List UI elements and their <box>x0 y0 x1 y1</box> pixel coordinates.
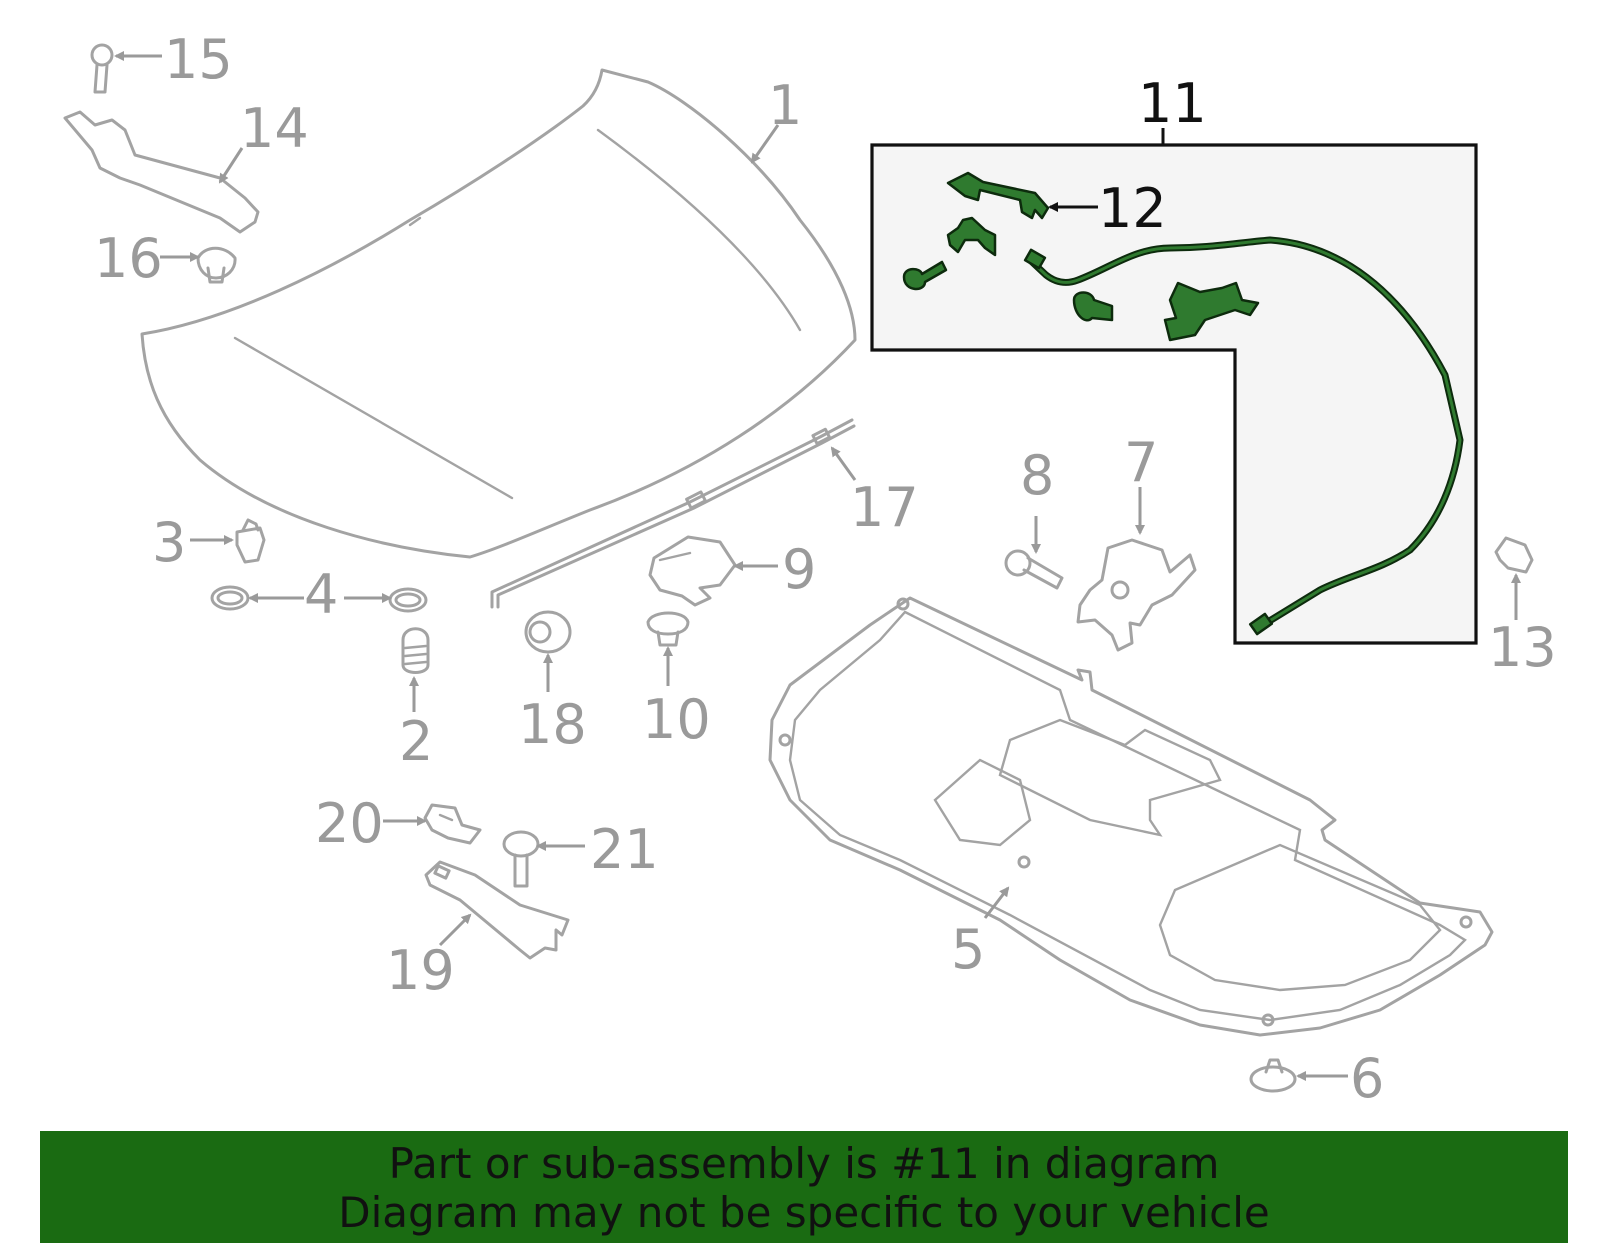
latch-cover-9 <box>648 535 737 607</box>
callout-6: 6 <box>1350 1047 1384 1110</box>
bolt-21 <box>502 830 540 888</box>
bracket-12 <box>946 171 1050 220</box>
nut-16 <box>196 246 237 284</box>
hood-panel <box>140 68 857 559</box>
clip-13 <box>1494 536 1534 574</box>
callout-11: 11 <box>1138 72 1207 135</box>
leader-lines <box>114 51 1521 1081</box>
washer-left-4 <box>210 585 250 611</box>
callout-labels: 1 2 3 4 5 6 7 8 9 10 11 12 13 14 15 16 1… <box>94 28 1557 1110</box>
grommet-18 <box>524 610 572 654</box>
callout-17: 17 <box>850 476 919 539</box>
callout-15: 15 <box>164 28 233 91</box>
clip-20 <box>423 803 482 845</box>
callout-19: 19 <box>386 939 455 1002</box>
callout-7: 7 <box>1124 431 1158 494</box>
inset-frame <box>870 143 1478 645</box>
washer-right-4 <box>388 587 428 613</box>
bracket-19 <box>424 860 570 960</box>
callout-4: 4 <box>304 563 338 626</box>
hinge-bracket <box>63 110 260 234</box>
banner-line-1: Part or sub-assembly is #11 in diagram <box>388 1139 1220 1188</box>
release-cable-assembly-11 <box>870 128 1478 645</box>
callout-5: 5 <box>951 918 985 981</box>
stopper-2 <box>401 627 430 674</box>
callout-13: 13 <box>1488 616 1557 679</box>
callout-16: 16 <box>94 227 163 290</box>
callout-8: 8 <box>1020 444 1054 507</box>
release-handle <box>1163 281 1260 342</box>
clip-6 <box>1249 1058 1297 1093</box>
bolt-8 <box>1004 549 1064 590</box>
callout-21: 21 <box>590 818 659 881</box>
callout-18: 18 <box>518 693 587 756</box>
hood-insulator <box>768 596 1494 1037</box>
callout-10: 10 <box>642 688 711 751</box>
nut-green <box>1072 291 1114 322</box>
bolt-15 <box>90 43 114 94</box>
callout-3: 3 <box>152 511 186 574</box>
callout-2: 2 <box>399 710 433 773</box>
bolt-green <box>902 260 948 291</box>
clip-10 <box>646 611 690 647</box>
banner-line-2: Diagram may not be specific to your vehi… <box>338 1188 1270 1237</box>
callout-20: 20 <box>315 792 384 855</box>
callout-1: 1 <box>768 74 802 137</box>
bumper-3 <box>235 518 266 564</box>
callout-14: 14 <box>240 97 309 160</box>
callout-12: 12 <box>1098 177 1167 240</box>
mount-bracket <box>946 216 997 257</box>
callout-9: 9 <box>782 538 816 601</box>
latch-7 <box>1076 538 1197 652</box>
hood-support-rod <box>490 418 856 609</box>
info-banner: Part or sub-assembly is #11 in diagram D… <box>40 1131 1568 1243</box>
